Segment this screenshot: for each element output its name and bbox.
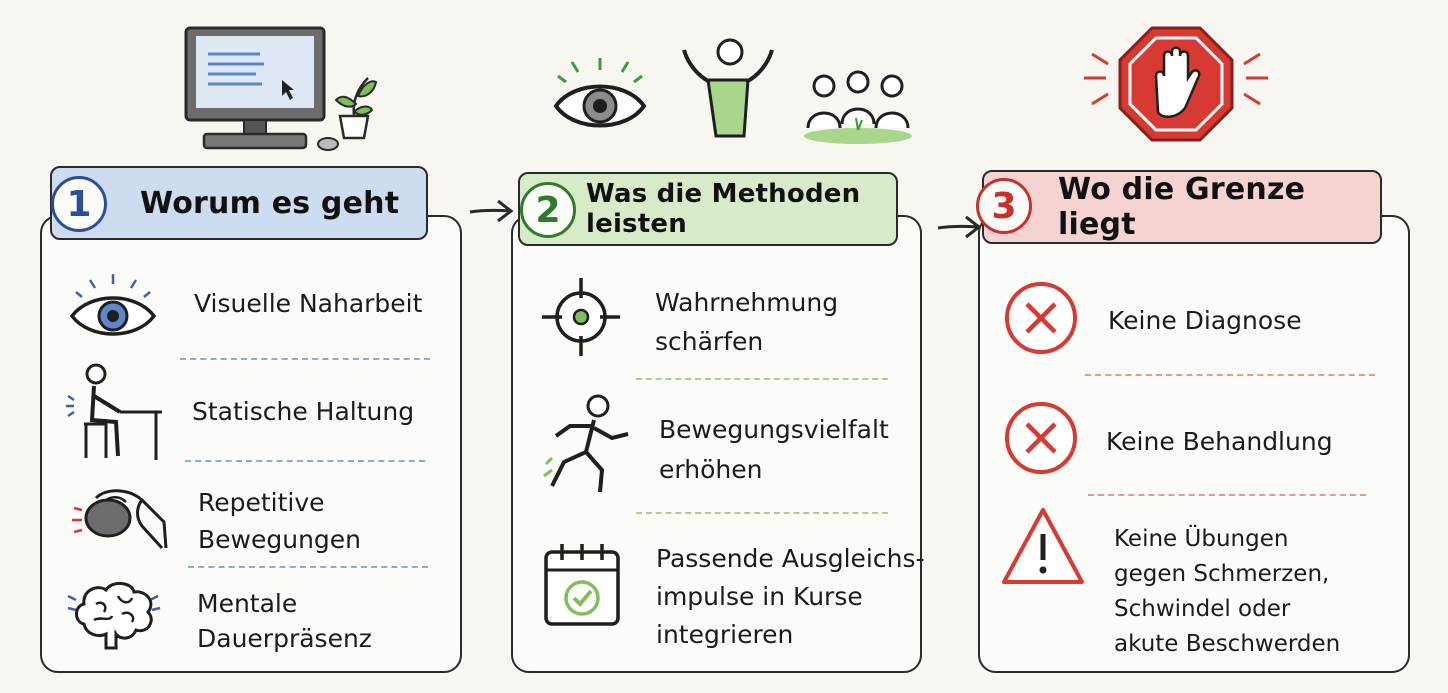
- x-circle-icon: [1005, 282, 1077, 354]
- divider: [185, 460, 425, 462]
- computer-monitor-icon: [184, 26, 326, 150]
- stop-hand-icon: [1084, 26, 1268, 142]
- item-label: Wahrnehmung schärfen: [655, 288, 839, 356]
- calendar-check-icon: [544, 544, 620, 626]
- item-label: Bewegungsvielfalt erhöhen: [659, 415, 889, 484]
- item-label: Keine Behandlung: [1106, 427, 1333, 456]
- section-title-bar-1: Worum es geht: [50, 166, 428, 240]
- divider: [1085, 374, 1375, 376]
- step-number: 3: [976, 178, 1032, 234]
- seated-person-icon: [66, 363, 162, 460]
- item-label: Keine Diagnose: [1108, 306, 1302, 335]
- item-label: Mentale Dauerpräsenz: [197, 589, 372, 653]
- warning-triangle-icon: [1002, 508, 1084, 584]
- arrow-right-icon: [937, 215, 982, 239]
- item-label: Visuelle Naharbeit: [194, 289, 423, 318]
- step-number: 2: [520, 182, 576, 238]
- section-title: Wo die Grenze liegt: [1058, 172, 1306, 242]
- section-title-bar-3: Wo die Grenze liegt: [982, 170, 1382, 244]
- x-circle-icon: [1005, 402, 1077, 474]
- eye-icon: [553, 58, 647, 128]
- arrow-right-icon: [469, 199, 514, 223]
- divider: [188, 566, 428, 568]
- divider: [636, 512, 888, 514]
- divider: [1088, 494, 1366, 496]
- brain-icon: [67, 582, 161, 650]
- item-label: Keine Übungen gegen Schmerzen, Schwindel…: [1114, 526, 1341, 657]
- hand-mouse-icon: [72, 489, 168, 550]
- target-icon: [542, 278, 620, 356]
- step-number: 1: [51, 176, 107, 232]
- section-title: Was die Methoden leisten: [586, 179, 861, 239]
- group-icon: [804, 70, 912, 144]
- item-label: Statische Haltung: [192, 397, 415, 426]
- section-title-bar-2: Was die Methoden leisten: [518, 172, 898, 246]
- divider: [180, 358, 430, 360]
- item-label: Passende Ausgleichs- impulse in Kurse in…: [656, 544, 925, 649]
- divider: [636, 378, 888, 380]
- stretching-person-icon: [682, 38, 774, 138]
- plant-icon: [317, 77, 378, 151]
- running-person-icon: [543, 394, 629, 493]
- section-title: Worum es geht: [140, 185, 400, 221]
- item-label: Repetitive Bewegungen: [198, 488, 362, 554]
- eye-icon: [69, 274, 157, 336]
